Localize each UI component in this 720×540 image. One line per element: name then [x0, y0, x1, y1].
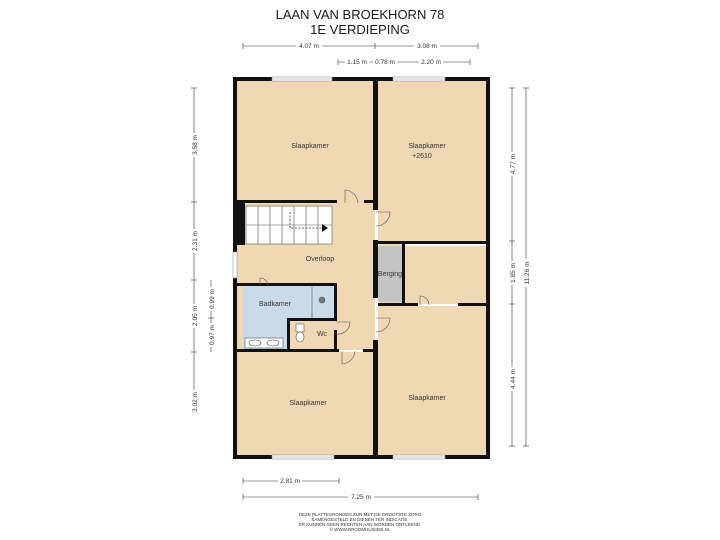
door-slaapkamer-se [375, 317, 391, 333]
stairs [245, 205, 333, 245]
dim-top-sub-1: 1.15 m [347, 59, 367, 66]
windows [232, 76, 446, 460]
room-fills [237, 80, 486, 457]
dim-left-3: 2.05 m [192, 306, 199, 326]
dim-left-4: 3.02 m [192, 392, 199, 412]
dim-left-2: 2.31 m [192, 231, 199, 251]
dimension-labels: 4.07 m 3.08 m 1.15 m 0.78 m 2.20 m 3.58 … [191, 41, 531, 501]
toilet-icon [295, 323, 305, 333]
door-slaapkamer-ne [375, 211, 391, 227]
room-label-slaapkamer-nw: Slaapkamer [291, 143, 329, 150]
dim-right-1: 4.77 m [510, 154, 517, 174]
room-note-ne: +2610 [412, 153, 432, 160]
dim-bottom-1: 2.81 m [280, 478, 300, 485]
dim-bottom-total: 7.25 m [351, 494, 371, 501]
room-label-berging: Berging [378, 271, 402, 278]
plan-title-line2: 1E VERDIEPING [310, 22, 410, 37]
dim-top-left: 4.07 m [299, 43, 319, 50]
disclaimer-line4: © WWW.DROOMHUIS360.NL [330, 526, 391, 532]
stair-arrow-icon [322, 224, 328, 232]
bathroom-fixtures [244, 287, 326, 349]
dim-top-right: 3.08 m [417, 43, 437, 50]
room-slaapkamer-ne [378, 80, 486, 242]
sink-icon [244, 337, 284, 349]
dim-right-total: 11.26 m [524, 261, 531, 284]
room-slaapkamer-se [378, 306, 486, 457]
dim-right-3: 4.44 m [510, 369, 517, 389]
room-slaapkamer-nw [237, 80, 373, 202]
door-slaapkamer-nw [344, 189, 359, 204]
door-wc [335, 321, 351, 335]
door-badkamer [259, 277, 269, 286]
disclaimer-line3: ER KUNNEN GEEN RECHTEN AAN WORDEN ONTLEE… [299, 522, 422, 527]
disclaimer-line2: SAMENGESTELD EN DIENEN TER INDICATIE. [311, 517, 408, 522]
room-label-badkamer: Badkamer [259, 301, 292, 308]
shower-drain-icon [318, 296, 326, 304]
dim-top-sub-2: 0.78 m [375, 59, 395, 66]
door-slaapkamer-sw [341, 350, 356, 365]
opening-se [419, 295, 430, 306]
plan-title-line1: LAAN VAN BROEKHORN 78 [276, 7, 445, 22]
dim-left-3a: 0.99 m [209, 289, 216, 309]
room-slaapkamer-sw [237, 352, 373, 457]
dim-left-3b: 0.97 m [209, 325, 216, 345]
dim-top-sub-3: 2.20 m [421, 59, 441, 66]
room-berging [378, 246, 402, 302]
dim-right-2: 1.85 m [510, 263, 517, 283]
room-label-slaapkamer-ne: Slaapkamer [408, 143, 446, 150]
room-berging-ne [403, 246, 486, 304]
room-label-slaapkamer-se: Slaapkamer [408, 395, 446, 402]
room-label-wc: Wc [317, 331, 328, 338]
doors [259, 189, 430, 365]
room-label-overloop: Overloop [306, 256, 335, 263]
dim-left-1: 3.58 m [192, 135, 199, 155]
disclaimer-line1: DEZE PLATTEGRONDEN ZIJN MET DE GROOTSTE … [299, 512, 422, 517]
room-label-slaapkamer-sw: Slaapkamer [289, 400, 327, 407]
